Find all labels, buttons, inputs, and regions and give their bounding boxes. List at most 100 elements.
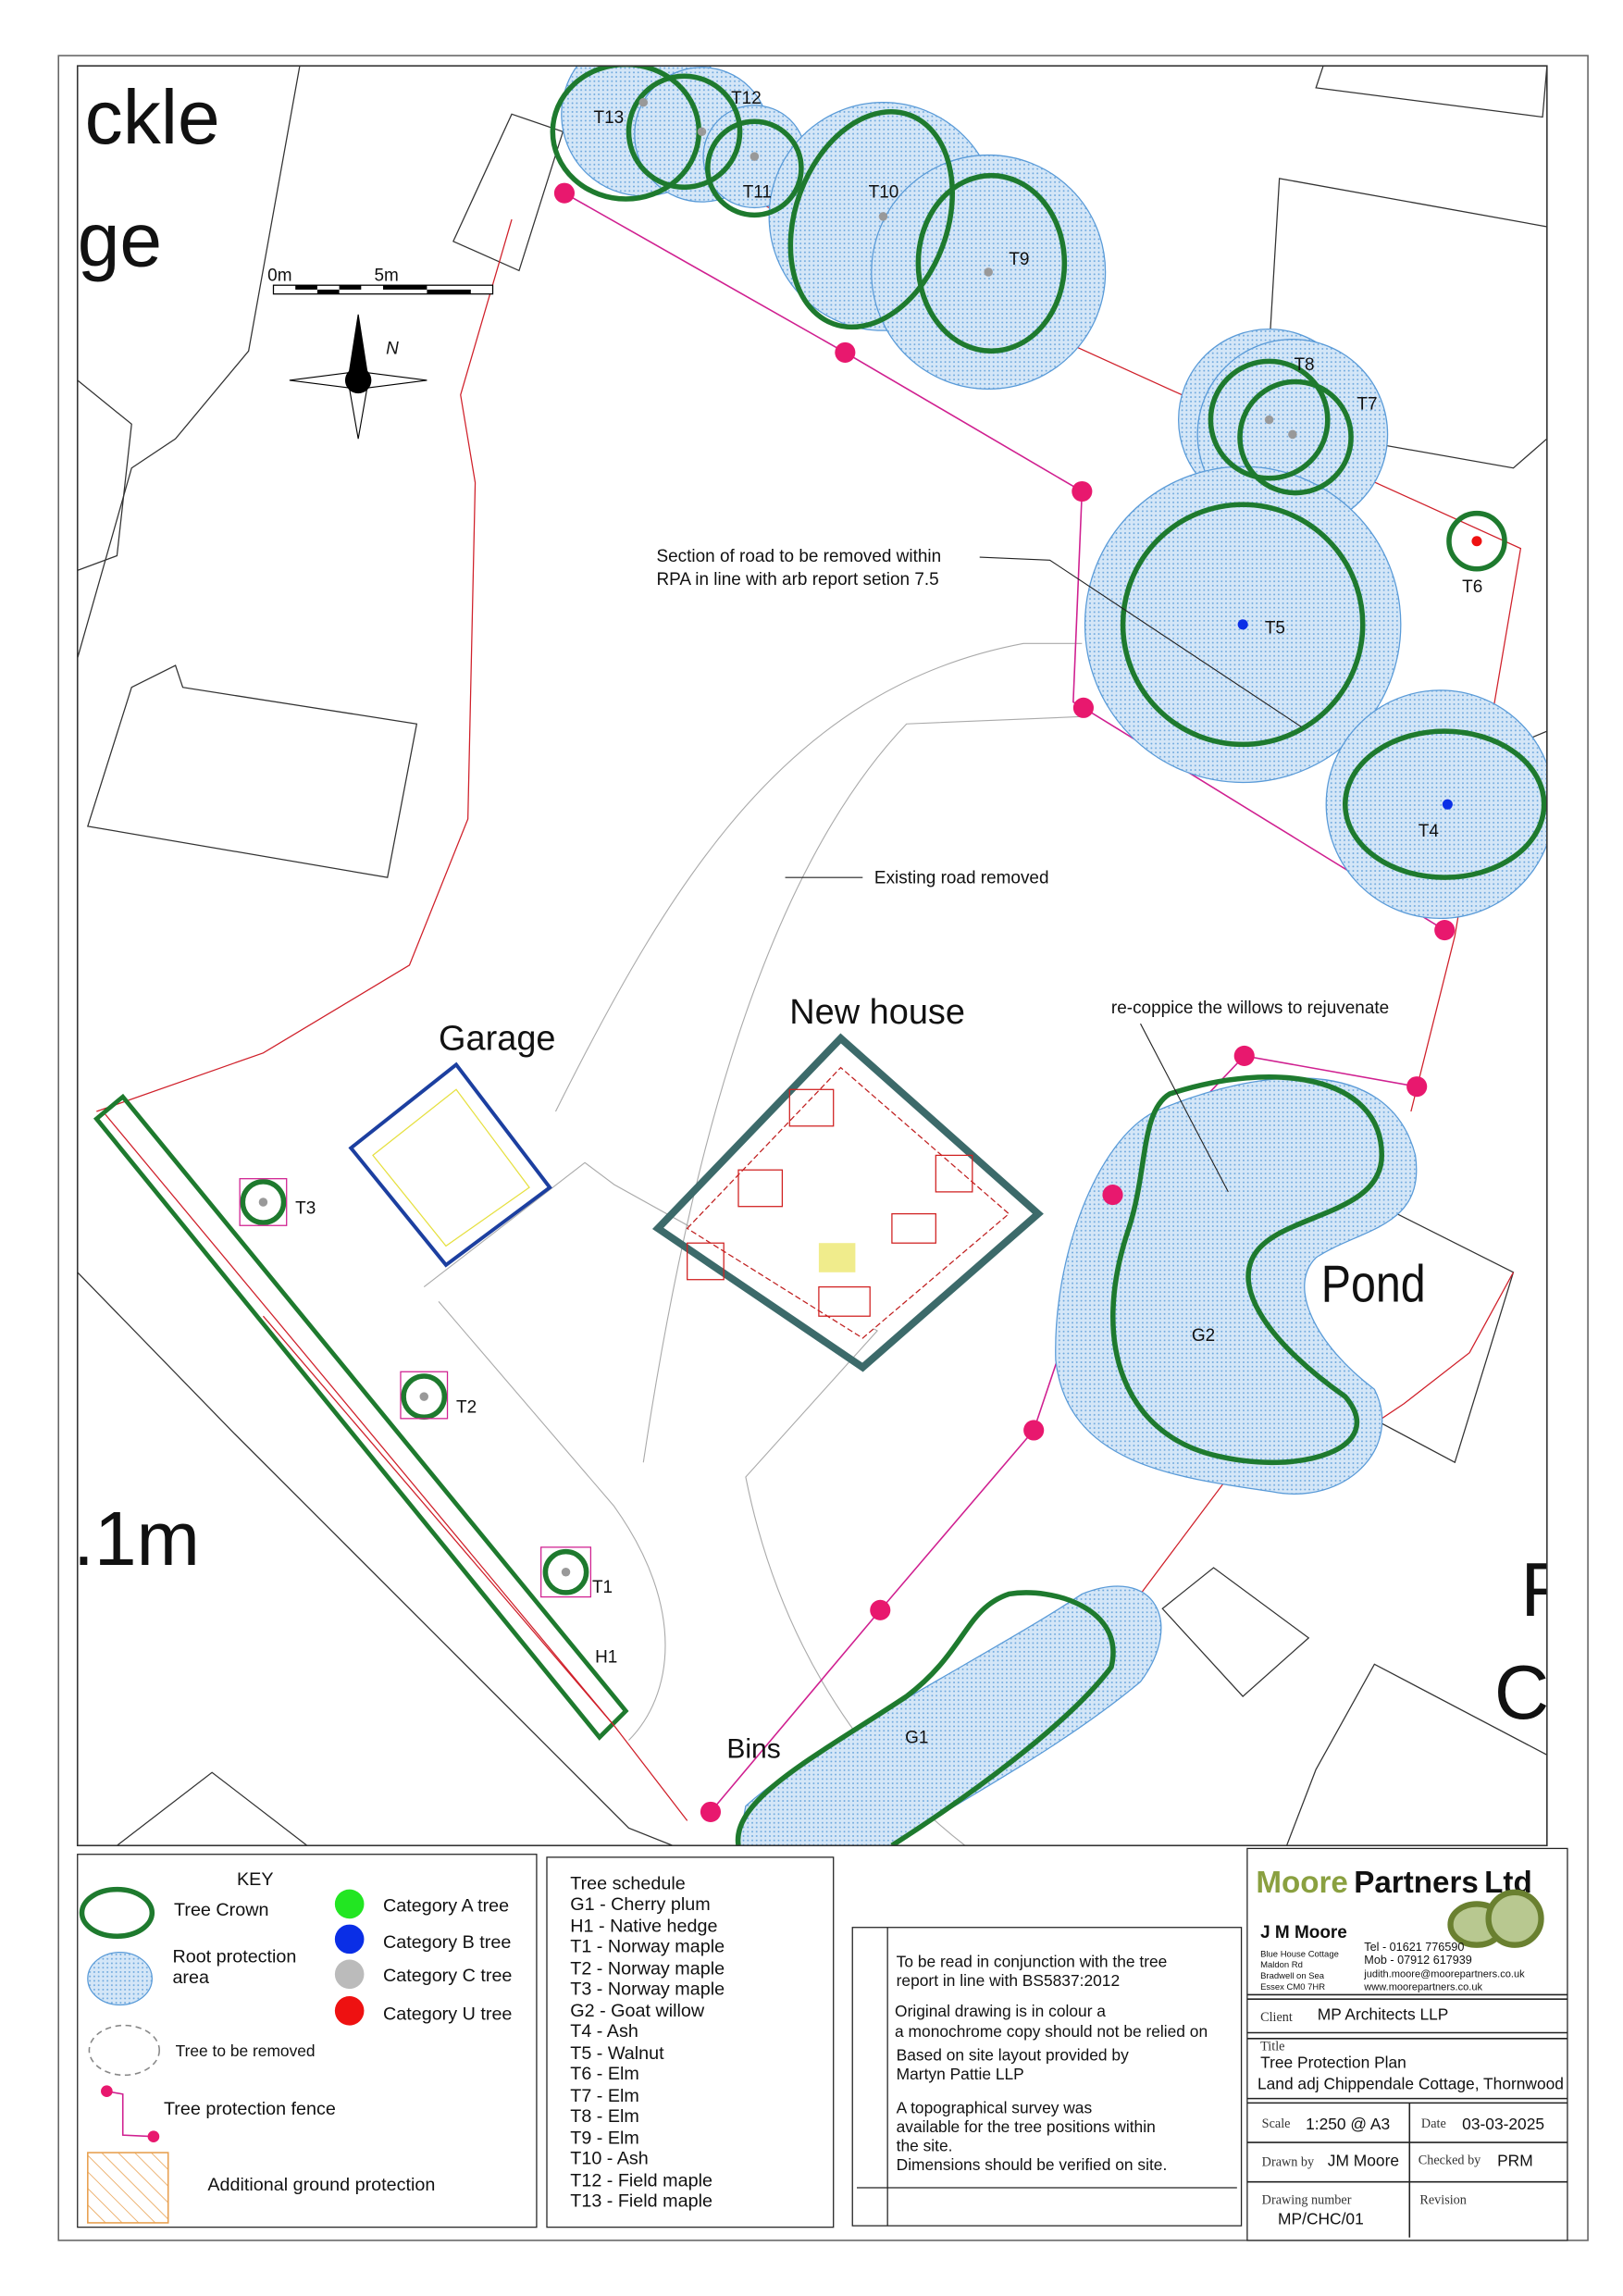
svg-text:Tree to be removed: Tree to be removed [176,2042,316,2060]
tree-labels: T13 T12 T11 T10 T9 T8 T7 T6 T5 T4 T3 T2 … [295,89,1482,1747]
scale-bar: 0m 5m [267,266,494,295]
svg-text:JM Moore: JM Moore [1328,2151,1399,2169]
new-house [651,1033,1044,1372]
svg-text:H1 - Native hedge: H1 - Native hedge [570,1916,717,1936]
svg-text:T11: T11 [743,182,772,202]
svg-text:T5 - Walnut: T5 - Walnut [570,2043,664,2064]
map-frame [76,65,1548,1847]
svg-text:T8 - Elm: T8 - Elm [570,2106,639,2127]
svg-text:Revision: Revision [1419,2192,1467,2207]
svg-text:Title: Title [1260,2039,1284,2054]
svg-text:T4 - Ash: T4 - Ash [570,2021,638,2042]
category-u-swatch [334,1996,365,2026]
svg-text:www.moorepartners.co.uk: www.moorepartners.co.uk [1363,1982,1482,1993]
svg-text:A topographical survey was: A topographical survey was [897,2098,1093,2116]
svg-text:KEY: KEY [237,1869,274,1890]
svg-text:Category A tree: Category A tree [383,1895,509,1916]
svg-text:C: C [1494,1651,1549,1735]
svg-text:N: N [386,339,399,358]
svg-text:F: F [1520,1548,1567,1632]
svg-text:Tree Crown: Tree Crown [174,1900,268,1920]
pond-label: Pond [1321,1255,1426,1314]
svg-text:Blue House Cottage: Blue House Cottage [1260,1949,1339,1959]
svg-text:available for the tree positio: available for the tree positions within [897,2117,1156,2136]
svg-text:T9 - Elm: T9 - Elm [570,2128,639,2149]
svg-text:Mob - 07912 617939: Mob - 07912 617939 [1364,1954,1472,1967]
svg-text:Original drawing is in colour: Original drawing is in colour a [895,2002,1106,2020]
svg-text:Tree schedule: Tree schedule [570,1874,685,1894]
svg-text:J M Moore: J M Moore [1260,1923,1347,1942]
svg-text:1:250 @ A3: 1:250 @ A3 [1306,2115,1390,2133]
north-arrow-icon: N [289,314,427,440]
svg-text:T3: T3 [295,1199,316,1219]
tree-crowns [93,66,1547,1846]
svg-text:T5: T5 [1265,618,1285,638]
svg-text:H1: H1 [595,1648,617,1668]
svg-text:T10: T10 [869,182,899,202]
svg-text:T7: T7 [1357,395,1377,415]
svg-text:G2 - Goat willow: G2 - Goat willow [570,2001,705,2021]
crown-swatch [79,1886,155,1939]
svg-text:T2: T2 [456,1398,477,1418]
svg-text:Category U tree: Category U tree [383,2004,512,2024]
category-b-swatch [334,1924,365,1955]
svg-text:Client: Client [1260,2010,1293,2025]
svg-text:report in line with BS5837:201: report in line with BS5837:2012 [897,1971,1120,1990]
svg-text:T6 - Elm: T6 - Elm [570,2064,639,2084]
svg-text:Maldon Rd: Maldon Rd [1260,1960,1303,1970]
svg-text:MP Architects LLP: MP Architects LLP [1318,2004,1449,2023]
tree-schedule: Tree schedule G1 - Cherry plum H1 - Nati… [546,1856,835,2228]
svg-text:Bradwell on Sea: Bradwell on Sea [1260,1971,1325,1981]
svg-text:Tree protection fence: Tree protection fence [164,2099,336,2119]
new-house-label: New house [789,993,965,1032]
svg-text:T1: T1 [592,1578,613,1597]
svg-text:area: area [172,1967,209,1988]
g2-rpa [1055,1077,1418,1495]
svg-text:Category C tree: Category C tree [383,1966,512,1986]
fence-posts [553,182,1456,1822]
svg-text:G1: G1 [905,1729,928,1748]
garage [348,1061,552,1268]
svg-text:T12 - Field maple: T12 - Field maple [570,2170,712,2191]
svg-text:T3 - Norway maple: T3 - Norway maple [570,1979,725,1999]
svg-text:Section of road to be removed: Section of road to be removed within [657,547,942,566]
svg-text:T7 - Elm: T7 - Elm [570,2086,639,2106]
svg-text:MP/CHC/01: MP/CHC/01 [1278,2210,1364,2228]
svg-text:the site.: the site. [897,2137,953,2155]
svg-text:T12: T12 [731,89,762,108]
neighbouring-buildings [77,66,1547,1846]
svg-text:Martyn Pattie LLP: Martyn Pattie LLP [897,2065,1024,2083]
svg-text:Dimensions should be verified: Dimensions should be verified on site. [897,2155,1168,2174]
category-c-swatch [334,1959,365,1990]
notes-panel: To be read in conjunction with the tree … [851,1927,1243,2227]
svg-text:Root protection: Root protection [172,1947,296,1967]
svg-text:Based on site layout provided: Based on site layout provided by [897,2046,1129,2065]
svg-text:RPA in line with arb report se: RPA in line with arb report setion 7.5 [657,570,939,590]
svg-text:T1 - Norway maple: T1 - Norway maple [570,1937,725,1957]
svg-text:Date: Date [1421,2116,1446,2131]
svg-text:Scale: Scale [1262,2116,1291,2131]
svg-text:.1m: .1m [73,1497,200,1582]
svg-text:re-coppice the willows to reju: re-coppice the willows to rejuvenate [1111,999,1389,1018]
svg-text:5m: 5m [375,266,399,285]
svg-text:T6: T6 [1462,577,1482,597]
svg-text:Tel - 01621 776590: Tel - 01621 776590 [1364,1941,1464,1954]
garage-label: Garage [439,1020,555,1059]
svg-text:G2: G2 [1192,1326,1215,1346]
svg-text:judith.moore@moorepartners.co.: judith.moore@moorepartners.co.uk [1363,1968,1525,1980]
svg-text:ge: ge [78,199,162,283]
svg-text:Checked by: Checked by [1419,2153,1481,2168]
svg-text:T10 - Ash: T10 - Ash [570,2149,649,2169]
svg-text:T4: T4 [1419,822,1439,841]
svg-text:T13: T13 [594,108,625,128]
svg-text:T13 - Field maple: T13 - Field maple [570,2191,712,2212]
svg-text:Tree Protection Plan: Tree Protection Plan [1260,2053,1406,2071]
logo-trees-icon [1447,1889,1544,1948]
svg-text:03-03-2025: 03-03-2025 [1462,2115,1544,2133]
rpa-swatch [87,1951,153,2006]
key-panel: KEY Tree Crown Root protection area Tree… [77,1854,538,2228]
svg-text:Drawn by: Drawn by [1262,2154,1315,2169]
